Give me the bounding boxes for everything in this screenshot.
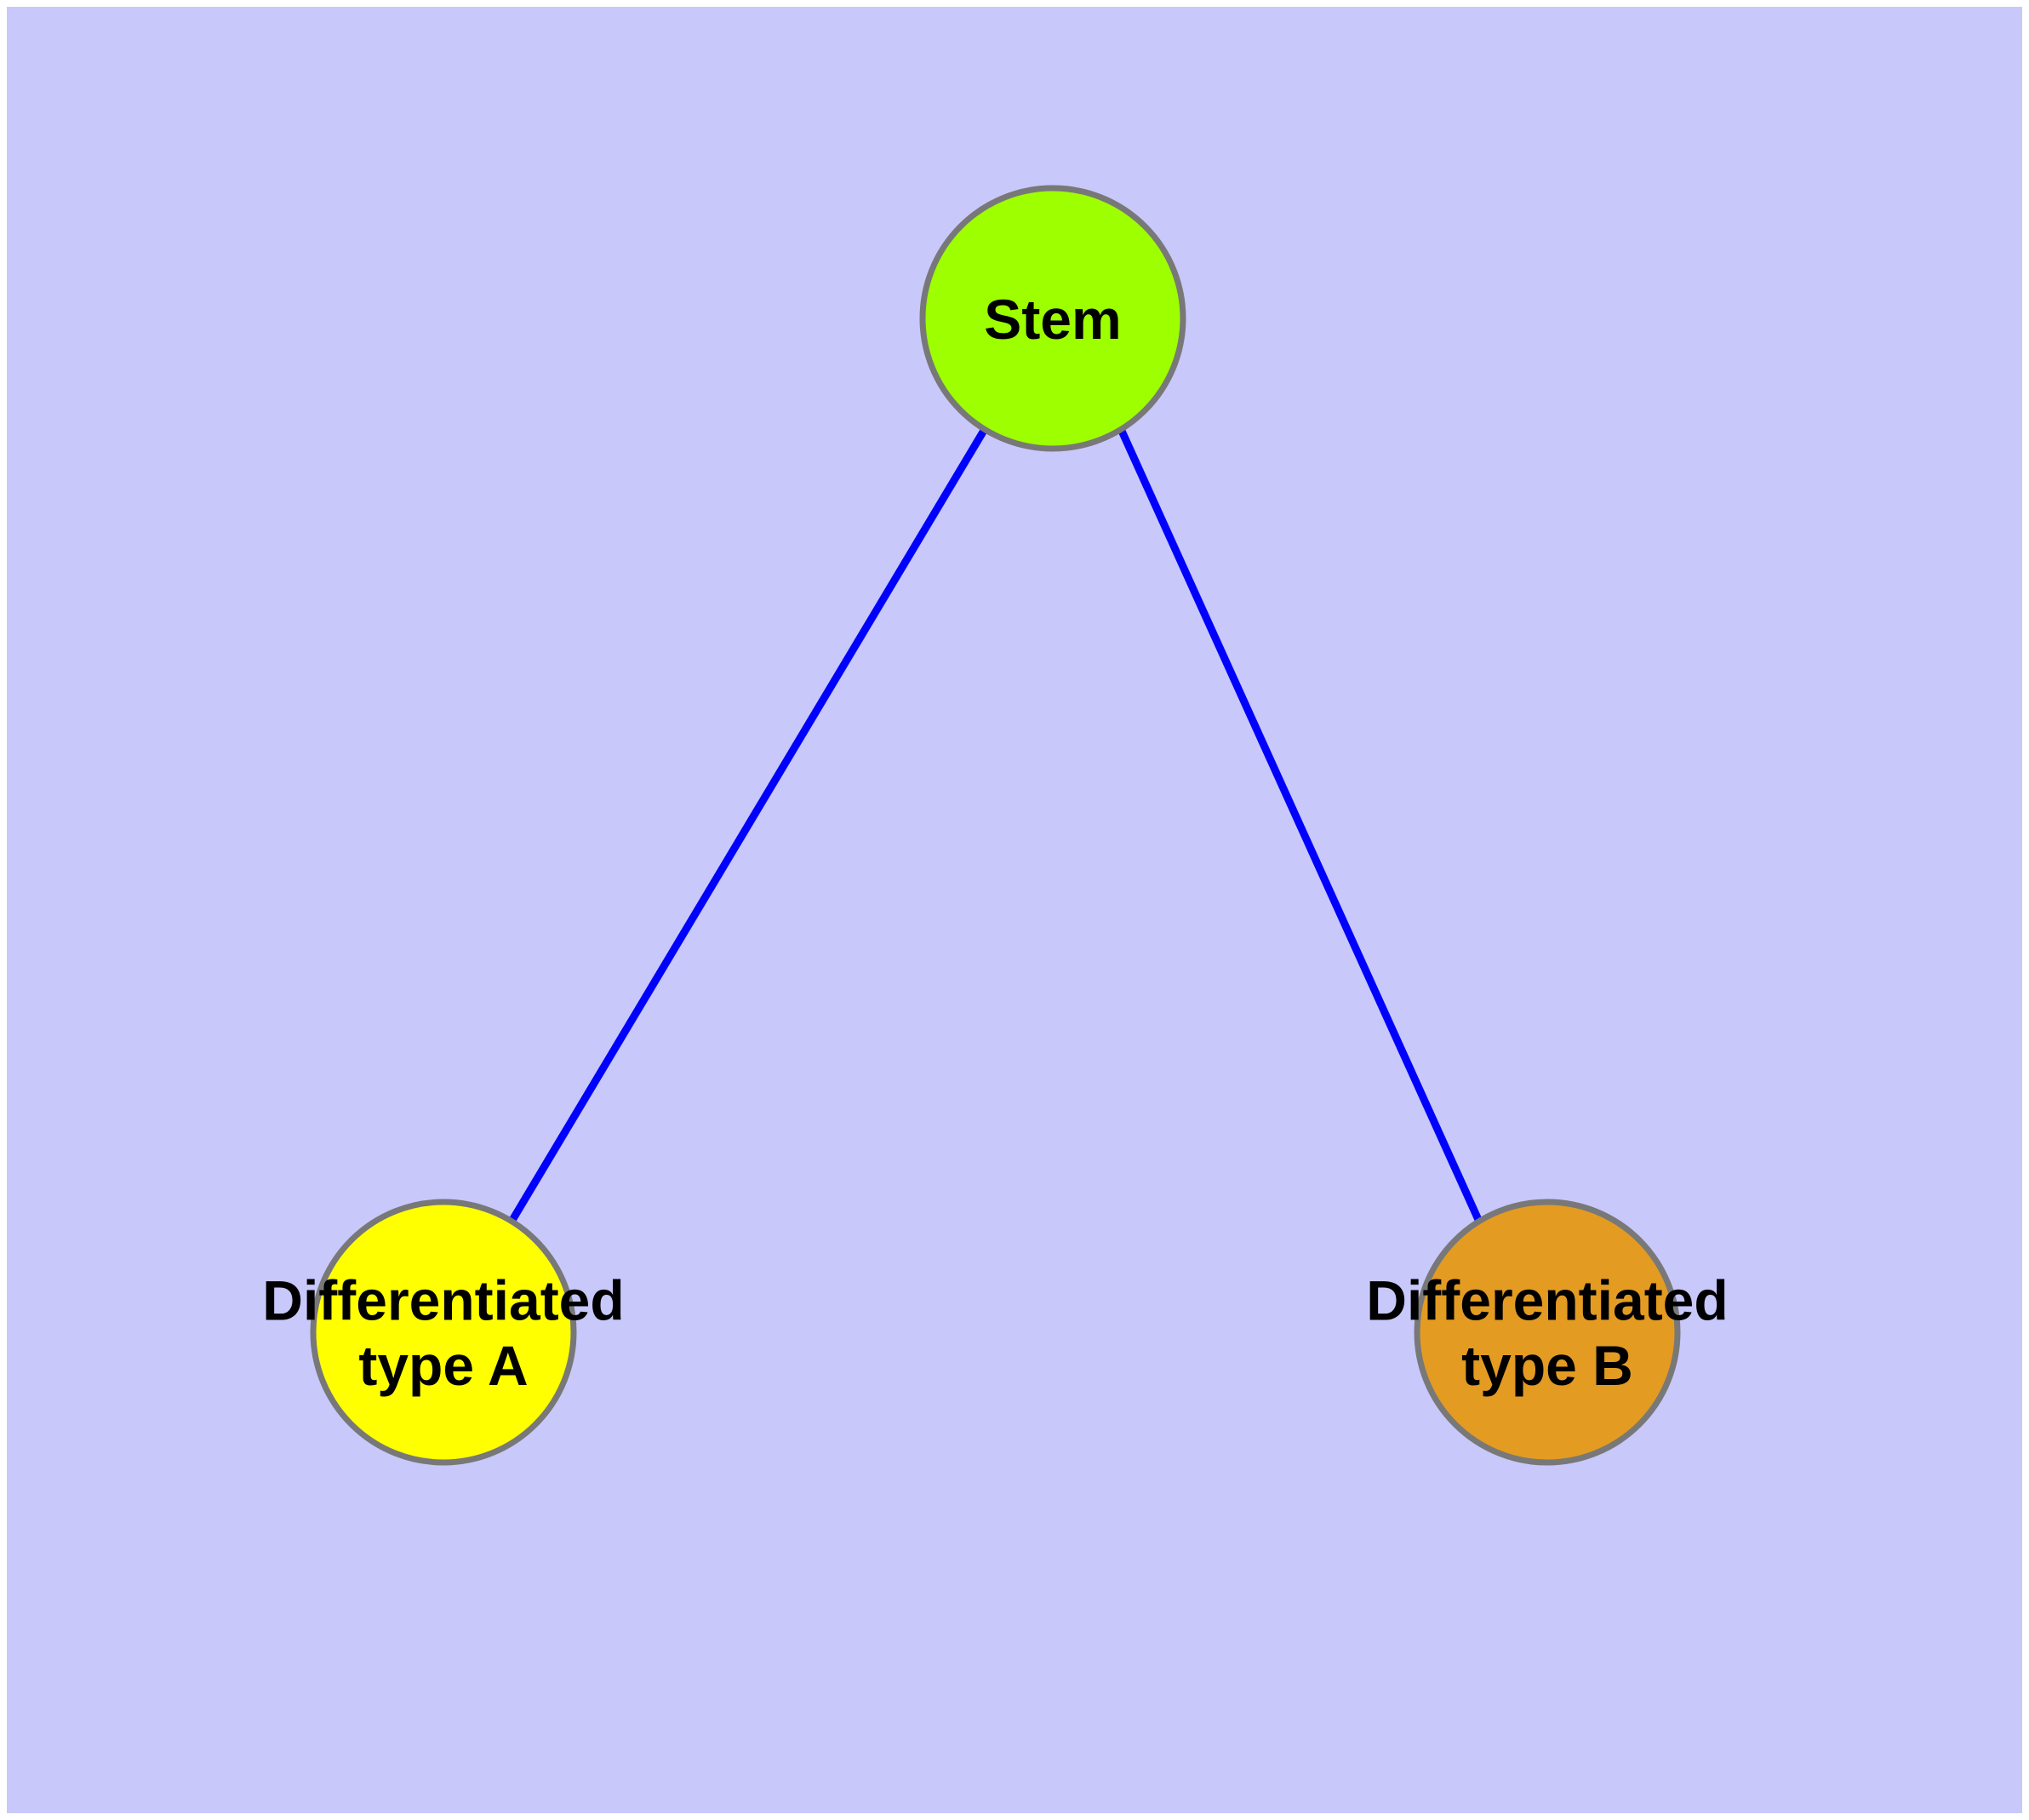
node-differentiated-type-a-circle[interactable] [310,1199,577,1466]
node-differentiated-type-b-circle[interactable] [1414,1199,1681,1466]
edge-stem-to-differentiated-type-a[interactable] [508,426,988,1224]
node-stem-circle[interactable] [919,185,1186,452]
node-stem-label: Stem [984,288,1121,351]
edge-group [508,426,1483,1224]
edge-stem-to-differentiated-type-b[interactable] [1117,427,1483,1223]
node-stem[interactable]: Stem [919,185,1186,452]
